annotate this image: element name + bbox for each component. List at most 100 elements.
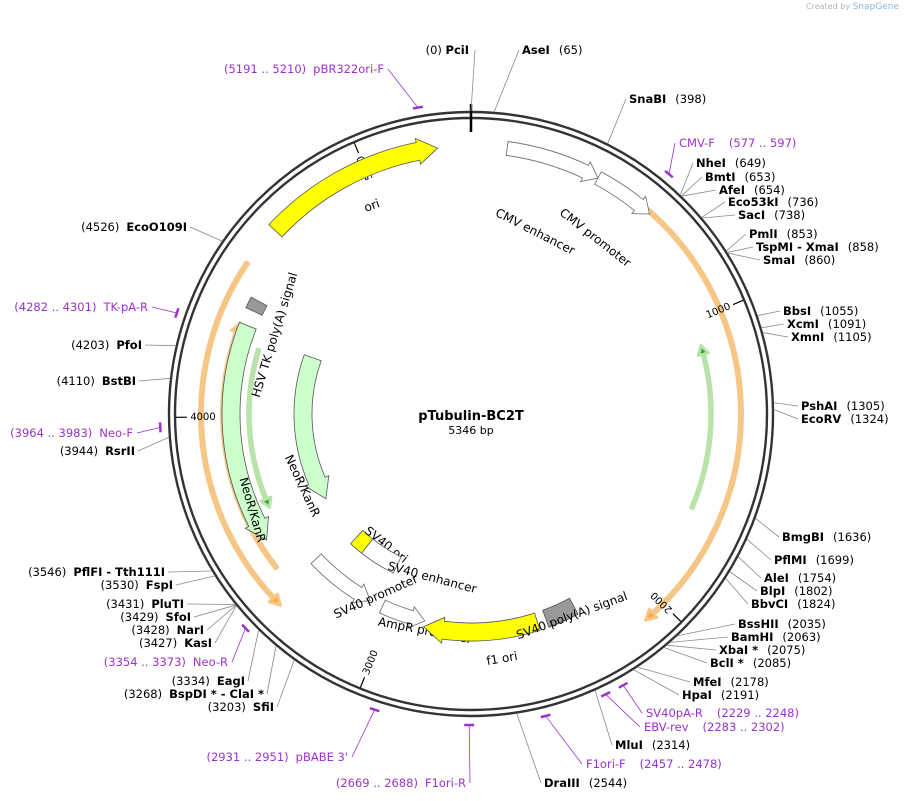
- enzyme-site-mlui[interactable]: MluI(2314): [594, 690, 690, 752]
- feature-ori-arrow[interactable]: [268, 137, 439, 238]
- enzyme-site-rsrii[interactable]: (3944)RsrII: [60, 436, 170, 458]
- primer-f1ori-f[interactable]: F1ori-F(2457 .. 2478): [540, 713, 722, 771]
- enzyme-label: XcmI(1091): [787, 317, 866, 331]
- primer-label: (3354 .. 3373)Neo-R: [104, 655, 228, 669]
- enzyme-site-bmti[interactable]: BmtI(653): [681, 170, 775, 197]
- feature-sv40-promoter-arrow[interactable]: [310, 553, 371, 604]
- enzyme-label: (3944)RsrII: [60, 444, 135, 458]
- tick-mark-5000: [353, 142, 360, 154]
- enzyme-site-ecorv[interactable]: EcoRV(1324): [773, 409, 889, 426]
- enzyme-site-bsshii[interactable]: BssHII(2035): [677, 617, 826, 637]
- primer-neo-r[interactable]: (3354 .. 3373)Neo-R: [104, 623, 250, 669]
- primer-pbr322ori-f[interactable]: (5191 .. 5210)pBR322ori-F: [224, 62, 424, 110]
- enzyme-site-alei[interactable]: AleI(1754): [737, 556, 836, 585]
- feature-f1-ori-arrow[interactable]: [422, 612, 541, 644]
- feature-neor-kanr-arrow[interactable]: [293, 354, 330, 500]
- enzyme-site-eco53ki[interactable]: Eco53kI(736): [701, 195, 819, 218]
- primer-sv40pa-r[interactable]: SV40pA-R(2229 .. 2248): [618, 681, 799, 720]
- primer-leader-line: [668, 142, 676, 175]
- primer-neo-f[interactable]: (3964 .. 3983)Neo-F: [10, 422, 162, 440]
- enzyme-label: MfeI(2178): [693, 675, 769, 689]
- enzyme-label: DraIII(2544): [544, 776, 627, 790]
- feature-sv40-enhancer-box[interactable]: [361, 538, 402, 574]
- enzyme-site-eagi[interactable]: (3334)EagI: [172, 629, 259, 688]
- enzyme-site-snabi[interactable]: SnaBI(398): [607, 92, 707, 144]
- enzyme-site-smai[interactable]: SmaI(860): [727, 252, 836, 267]
- feature-ampr-promoter-arrow[interactable]: [378, 599, 426, 629]
- enzyme-site-sfoi[interactable]: (3429)SfoI: [120, 604, 236, 624]
- enzyme-label: BclI *(2085): [710, 656, 791, 670]
- enzyme-site-pluti[interactable]: (3431)PluTI: [106, 597, 236, 611]
- enzyme-site-mfei[interactable]: MfeI(2178): [637, 666, 769, 689]
- primer-pbabe-3[interactable]: (2931 .. 2951)pBABE 3': [207, 706, 380, 764]
- enzyme-label: MluI(2314): [615, 738, 690, 752]
- enzyme-label: (3431)PluTI: [106, 597, 184, 611]
- enzyme-site-pmli[interactable]: PmlI(853): [726, 227, 818, 252]
- primer-layer: (5191 .. 5210)pBR322ori-F CMV-F(577 .. 59…: [10, 62, 799, 790]
- enzyme-label: SmaI(860): [763, 253, 835, 267]
- enzyme-site-asei[interactable]: AseI(65): [493, 43, 582, 113]
- feature-neor-kanr-arrow[interactable]: [221, 321, 269, 541]
- enzyme-site-xbai[interactable]: XbaI *(2075): [666, 643, 806, 657]
- enzyme-leader-line: [729, 571, 758, 592]
- enzyme-leader-line: [137, 436, 170, 452]
- primer-leader-line: [387, 68, 419, 108]
- enzyme-label: EcoRV(1324): [801, 412, 889, 426]
- enzyme-leader-line: [726, 233, 747, 252]
- enzyme-leader-line: [702, 214, 736, 219]
- enzyme-site-draiii[interactable]: DraIII(2544): [516, 713, 627, 790]
- enzyme-leader-line: [167, 570, 212, 573]
- feature-cmv-enhancer-arrow[interactable]: [505, 141, 599, 183]
- enzyme-site-bbvci[interactable]: BbvCI(1824): [725, 578, 836, 611]
- primer-leader-line: [545, 715, 583, 765]
- enzyme-label: BmgBI(1636): [782, 530, 871, 544]
- enzyme-label: AfeI(654): [719, 183, 785, 197]
- primer-ebv-rev[interactable]: EBV-rev(2283 .. 2302): [600, 691, 785, 734]
- enzyme-site-hpai[interactable]: HpaI(2191): [633, 669, 760, 702]
- enzyme-site-pcii[interactable]: (0) PciI: [426, 43, 476, 112]
- enzyme-site-bspdi-clai[interactable]: (3268)BspDI * - ClaI *: [124, 645, 277, 701]
- enzyme-label: PmlI(853): [749, 227, 818, 241]
- enzyme-label: BssHII(2035): [738, 617, 826, 631]
- primer-cmv-f[interactable]: CMV-F(577 .. 597): [664, 136, 796, 179]
- enzyme-site-blpi[interactable]: BlpI(1802): [729, 571, 833, 598]
- brand-product-name: SnapGene: [852, 2, 899, 12]
- enzyme-site-pfoi[interactable]: (4203)PfoI: [71, 338, 176, 352]
- enzyme-site-pflfi-tth111i[interactable]: (3546)PflFI - Tth111I: [28, 565, 212, 579]
- enzyme-leader-line: [677, 623, 736, 637]
- primer-leader-line: [622, 685, 643, 714]
- enzyme-site-nhei[interactable]: NheI(649): [679, 156, 766, 196]
- primer-f1ori-r[interactable]: (2669 .. 2688)F1ori-R: [336, 723, 475, 790]
- snapgene-brand: Created by SnapGene: [806, 2, 899, 12]
- feature-hsv-tk-poly-a-signal-box[interactable]: [245, 296, 268, 316]
- enzyme-site-saci[interactable]: SacI(738): [702, 208, 805, 222]
- enzyme-site-bstbi[interactable]: (4110)BstBI: [57, 374, 171, 388]
- enzyme-site-pflmi[interactable]: PflMI(1699): [746, 538, 854, 567]
- enzyme-site-tspmi-xmai[interactable]: TspMI - XmaI(858): [727, 240, 879, 254]
- enzyme-leader-line: [594, 690, 613, 746]
- enzyme-site-fspi[interactable]: (3530)FspI: [101, 575, 215, 592]
- enzyme-site-bbsi[interactable]: BbsI(1055): [757, 304, 859, 318]
- enzyme-site-bamhi[interactable]: BamHI(2063): [670, 630, 821, 644]
- tick-label-1000: 1000: [705, 301, 733, 321]
- orf-arrow: [198, 260, 282, 607]
- enzyme-label: BamHI(2063): [731, 630, 821, 644]
- enzyme-leader-line: [757, 310, 781, 316]
- feature-cmv-promoter-arrow[interactable]: [594, 171, 651, 215]
- enzyme-label: XmnI(1105): [791, 330, 872, 344]
- enzyme-label: PshAI(1305): [801, 399, 885, 413]
- enzyme-site-afei[interactable]: AfeI(654): [681, 183, 785, 197]
- enzyme-site-ecoo109i[interactable]: (4526)EcoO109I: [81, 220, 223, 242]
- enzyme-site-bcli[interactable]: BclI *(2085): [663, 647, 791, 670]
- enzyme-label: PflMI(1699): [774, 553, 854, 567]
- enzyme-site-xmni[interactable]: XmnI(1105): [762, 330, 872, 344]
- primer-tk-pa-r[interactable]: (4282 .. 4301)TK-pA-R: [14, 300, 180, 319]
- enzyme-site-bmgbi[interactable]: BmgBI(1636): [755, 518, 871, 544]
- feature-sv40-poly-a-signal-box[interactable]: [542, 597, 579, 628]
- enzyme-site-kasi[interactable]: (3427)KasI: [139, 605, 237, 650]
- enzyme-site-nari[interactable]: (3428)NarI: [131, 605, 237, 637]
- enzyme-site-sfii[interactable]: (3203)SfiI: [208, 659, 295, 714]
- enzyme-site-pshai[interactable]: PshAI(1305): [773, 399, 885, 413]
- enzyme-site-xcmi[interactable]: XcmI(1091): [761, 317, 866, 331]
